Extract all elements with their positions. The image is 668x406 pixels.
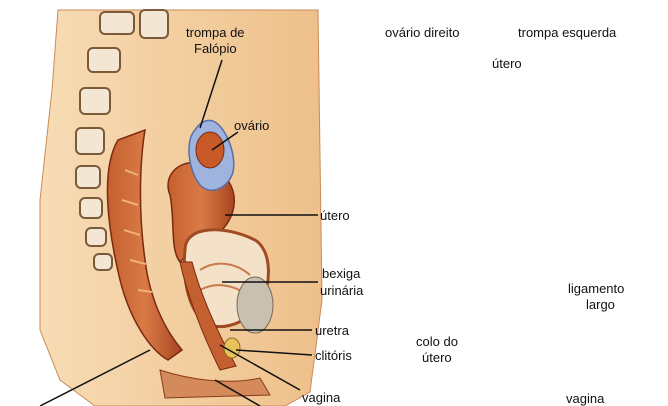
pubic-bone [237,277,273,333]
label-fallopian-tube-l2: Falópio [194,41,237,56]
ovary [196,132,224,168]
label-ligament-l1: ligamento [568,281,624,296]
label-fallopian-tube-l1: trompa de [186,25,245,40]
sagittal-view [40,10,322,406]
label-bladder-l2: urinária [320,283,363,298]
label-urethra: uretra [315,323,349,338]
label-right-ovary: ovário direito [385,25,459,40]
label-uterus: útero [320,208,350,223]
label-bladder-l1: bexiga [322,266,360,281]
label-cervix-l2: útero [422,350,452,365]
label-ovary: ovário [234,118,269,133]
label-frontal-uterus: útero [492,56,522,71]
label-cervix-l1: colo do [416,334,458,349]
label-vagina-frontal: vagina [566,391,604,406]
label-ligament-l2: largo [586,297,615,312]
label-left-tube: trompa esquerda [518,25,616,40]
label-vagina-sagittal: vagina [302,390,340,405]
label-clitoris: clitóris [315,348,352,363]
